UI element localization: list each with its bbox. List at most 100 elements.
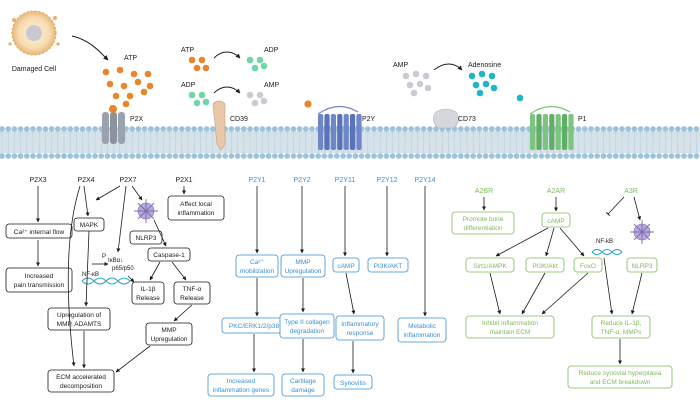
lipid-head <box>457 126 464 132</box>
lipid-head <box>309 126 315 132</box>
reduce-syn-line2: and ECM breakdown <box>590 379 651 386</box>
p2x-label: P2X <box>130 116 144 123</box>
bone-line2: differentiation <box>464 225 503 232</box>
molecule-dot <box>472 81 480 89</box>
molecule-dot <box>251 64 259 72</box>
lipid-head <box>439 153 446 159</box>
lipid-head <box>98 153 105 159</box>
cd39-label: CD39 <box>230 116 248 123</box>
cartilage-box <box>281 373 325 397</box>
lipid-head <box>61 153 67 159</box>
lipid-head <box>85 126 92 132</box>
molecule-dot <box>112 92 120 100</box>
lipid-head <box>309 153 315 159</box>
lipid-head <box>612 153 619 159</box>
tnfa-line1: TNF-α <box>183 286 202 293</box>
lipid-head <box>11 153 18 159</box>
release-arrow <box>71 35 109 61</box>
molecule-dot <box>468 72 476 80</box>
lipid-head <box>147 126 154 132</box>
damaged-cell-label: Damaged Cell <box>12 66 57 73</box>
molecule-dot <box>260 62 268 70</box>
lipid-head <box>104 153 111 159</box>
lipid-head <box>532 153 539 159</box>
affect-line1: Affect local <box>180 201 212 208</box>
lipid-head <box>488 153 495 159</box>
lipid-head <box>160 126 167 132</box>
damaged-cell-icon <box>8 10 60 56</box>
il1b-box <box>131 281 165 305</box>
molecule-dot <box>188 91 196 99</box>
adp-to-amp-arrow <box>213 86 241 94</box>
p-label: P <box>102 254 106 260</box>
lipid-head <box>302 153 309 159</box>
ca-mob-line1: Ca²⁺ <box>250 259 264 266</box>
collagen-box <box>279 313 335 339</box>
p1-nlrp3-box <box>626 257 658 273</box>
molecule-dot <box>102 68 110 76</box>
lipid-head <box>426 153 433 159</box>
lipid-head <box>259 153 266 159</box>
p1-helix <box>568 114 574 150</box>
lipid-head <box>402 153 408 159</box>
lipid-head <box>203 153 210 159</box>
lipid-head <box>637 153 644 159</box>
lipid-head <box>172 126 179 132</box>
lipid-head <box>414 126 421 132</box>
cd39-amp-label: AMP <box>264 82 280 89</box>
lipid-head <box>290 126 297 132</box>
lipid-head <box>54 126 61 132</box>
lipid-head <box>79 126 86 132</box>
lipid-head <box>631 126 638 132</box>
inflam-resp-line2: response <box>347 330 374 337</box>
p1-nlrp3-icon <box>630 220 654 244</box>
lipid-head <box>358 153 365 159</box>
lipid-head <box>402 126 408 132</box>
lipid-head <box>526 153 532 159</box>
nfkb-label: NF-κB <box>82 272 99 278</box>
lipid-head <box>681 126 687 132</box>
lipid-head <box>67 153 74 159</box>
lipid-head <box>507 126 514 132</box>
p2y-helix <box>343 114 349 150</box>
lipid-head <box>619 153 625 159</box>
lipid-head <box>253 153 260 159</box>
inhibit-line1: Inhibit inflammation <box>482 320 538 327</box>
molecule-dot <box>402 72 410 80</box>
molecule-dot <box>412 70 420 78</box>
lipid-head <box>364 153 371 159</box>
nlrp3-inflammasome-icon <box>134 199 158 223</box>
lipid-head <box>216 153 222 159</box>
lipid-head <box>247 126 253 132</box>
lipid-head <box>377 153 384 159</box>
p2x7-label: P2X7 <box>119 177 136 184</box>
synovitis-text: Synovitis <box>340 380 367 387</box>
lipid-head <box>389 153 396 159</box>
lipid-head <box>395 153 402 159</box>
lipid-head <box>656 153 663 159</box>
molecule-dot <box>198 91 206 99</box>
lipid-head <box>48 153 55 159</box>
cd39-adp-label: ADP <box>264 47 279 54</box>
ecm-line1: ECM accelerated <box>56 374 106 381</box>
p2y-helix <box>337 114 343 150</box>
p2y-arrows <box>252 186 427 374</box>
molecule-dot <box>140 88 148 96</box>
p1-helix <box>549 114 555 150</box>
cd73-amp-label: AMP <box>393 62 409 69</box>
molecule-dot <box>478 70 486 78</box>
lipid-head <box>30 126 36 132</box>
lipid-head <box>581 153 588 159</box>
cd39-atp-label: ATP <box>181 47 194 54</box>
lipid-head <box>488 126 495 132</box>
lipid-head <box>191 126 198 132</box>
lipid-head <box>0 153 5 159</box>
lipid-head <box>5 153 12 159</box>
atp-molecules <box>102 66 154 108</box>
adenosine-label: Adenosine <box>468 62 501 69</box>
molecule-dot <box>260 97 268 105</box>
lipid-head <box>650 126 656 132</box>
lipid-head <box>643 126 650 132</box>
p1-arrows <box>482 196 643 365</box>
